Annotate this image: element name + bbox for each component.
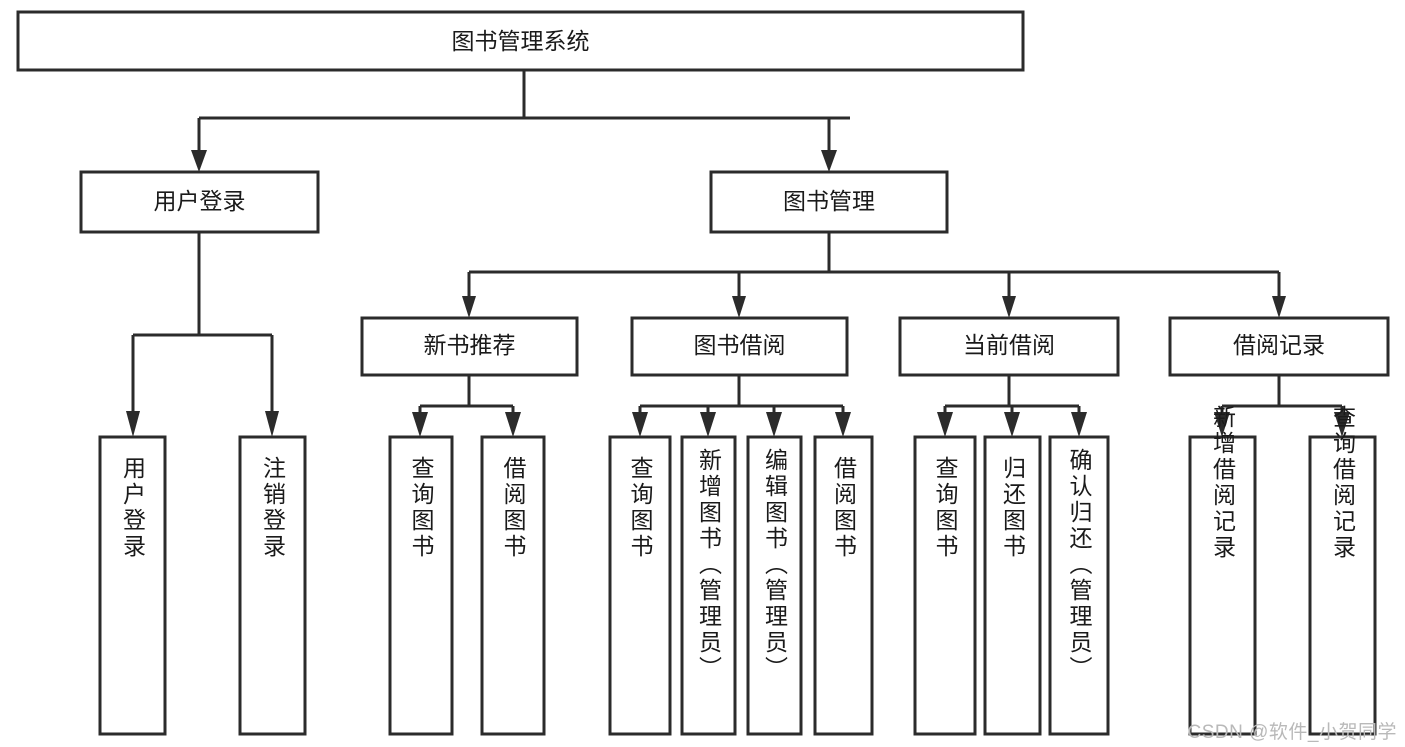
node-borrow-record-label: 借阅记录 xyxy=(1233,332,1325,358)
node-leaf-query-book-rec[interactable]: 查询图书 xyxy=(388,435,454,736)
node-leaf-return-book[interactable]: 归还图书 xyxy=(983,435,1042,736)
connector-group-book-manage xyxy=(462,232,1286,318)
arrow-current-borrow-c3 xyxy=(1071,412,1087,437)
connector-group-user-login xyxy=(126,232,279,437)
node-leaf-add-book-admin-box[interactable] xyxy=(680,435,737,736)
node-leaf-add-borrow-record-label: 新增借阅记录 xyxy=(1210,405,1237,561)
node-leaf-query-borrow-record-box[interactable] xyxy=(1308,435,1377,736)
arrow-bm-to-record xyxy=(1272,296,1286,318)
node-book-borrow-label: 图书借阅 xyxy=(694,332,786,358)
node-leaf-borrow-book[interactable]: 借阅图书 xyxy=(813,435,874,736)
node-leaf-return-book-label: 归还图书 xyxy=(1000,456,1027,560)
node-leaf-logout-box[interactable] xyxy=(238,435,307,736)
node-leaf-borrow-book-rec-label: 借阅图书 xyxy=(500,456,527,560)
node-leaf-user-login-box[interactable] xyxy=(98,435,167,736)
arrow-user-login-right xyxy=(265,411,279,437)
node-book-manage[interactable]: 图书管理 xyxy=(709,170,949,234)
connector-group-current-borrow xyxy=(937,375,1087,437)
arrow-bm-to-borrow xyxy=(732,296,746,318)
node-leaf-logout[interactable]: 注销登录 xyxy=(238,435,307,736)
node-leaf-borrow-book-rec-box[interactable] xyxy=(480,435,546,736)
node-leaf-confirm-return-admin-box[interactable] xyxy=(1048,435,1110,736)
csdn-watermark: CSDN @软件_小贺同学 xyxy=(1187,722,1397,743)
node-borrow-record-box[interactable] xyxy=(1168,316,1390,377)
node-root[interactable]: 图书管理系统 xyxy=(16,10,1025,72)
connector-group-root xyxy=(191,70,850,172)
node-root-label: 图书管理系统 xyxy=(452,28,590,54)
connector-group-borrow-record xyxy=(1214,375,1350,437)
node-leaf-add-book-admin[interactable]: 新增图书（管理员） xyxy=(680,435,737,736)
arrow-borrow-record-c1 xyxy=(1214,412,1230,437)
node-leaf-add-borrow-record-box[interactable] xyxy=(1188,435,1257,736)
node-leaf-query-book-borrow-label: 查询图书 xyxy=(627,456,654,560)
arrow-recommend-c2 xyxy=(505,412,521,437)
node-leaf-query-book-current-box[interactable] xyxy=(913,435,977,736)
node-book-borrow-box[interactable] xyxy=(630,316,849,377)
node-leaf-borrow-book-rec[interactable]: 借阅图书 xyxy=(480,435,546,736)
node-book-manage-box[interactable] xyxy=(709,170,949,234)
arrow-user-login-left xyxy=(126,411,140,437)
node-leaf-query-book-current[interactable]: 查询图书 xyxy=(913,435,977,736)
arrow-book-borrow-c1 xyxy=(632,412,648,437)
arrow-bm-to-current xyxy=(1002,296,1016,318)
node-leaf-edit-book-admin[interactable]: 编辑图书（管理员） xyxy=(746,435,803,736)
arrow-root-to-user-login xyxy=(191,150,207,172)
node-current-borrow[interactable]: 当前借阅 xyxy=(898,316,1120,377)
arrow-current-borrow-c1 xyxy=(937,412,953,437)
node-leaf-add-borrow-record[interactable]: 新增借阅记录 xyxy=(1188,405,1257,736)
node-leaf-borrow-book-label: 借阅图书 xyxy=(831,456,858,560)
node-current-borrow-label: 当前借阅 xyxy=(963,332,1055,358)
node-user-login-label: 用户登录 xyxy=(154,188,246,214)
connector-group-recommend xyxy=(412,375,521,437)
node-leaf-confirm-return-admin-label: 确认归还（管理员） xyxy=(1066,448,1093,682)
node-leaf-add-book-admin-label: 新增图书（管理员） xyxy=(696,448,723,682)
arrow-current-borrow-c2 xyxy=(1004,412,1020,437)
node-leaf-user-login-label: 用户登录 xyxy=(120,456,147,560)
node-new-book-recommend-box[interactable] xyxy=(360,316,579,377)
node-user-login[interactable]: 用户登录 xyxy=(79,170,320,234)
node-book-borrow[interactable]: 图书借阅 xyxy=(630,316,849,377)
arrow-book-borrow-c4 xyxy=(835,412,851,437)
node-leaf-user-login[interactable]: 用户登录 xyxy=(98,435,167,736)
node-leaf-query-book-borrow-box[interactable] xyxy=(608,435,672,736)
node-leaf-query-book-borrow[interactable]: 查询图书 xyxy=(608,435,672,736)
node-leaf-query-borrow-record-label: 查询借阅记录 xyxy=(1330,405,1357,561)
node-leaf-borrow-book-box[interactable] xyxy=(813,435,874,736)
node-leaf-logout-label: 注销登录 xyxy=(260,456,287,560)
node-user-login-box[interactable] xyxy=(79,170,320,234)
arrow-recommend-c1 xyxy=(412,412,428,437)
arrow-root-to-book-manage xyxy=(821,150,837,172)
node-leaf-query-book-rec-label: 查询图书 xyxy=(408,456,435,560)
node-leaf-edit-book-admin-label: 编辑图书（管理员） xyxy=(762,448,789,682)
node-new-book-recommend[interactable]: 新书推荐 xyxy=(360,316,579,377)
node-borrow-record[interactable]: 借阅记录 xyxy=(1168,316,1390,377)
node-leaf-edit-book-admin-box[interactable] xyxy=(746,435,803,736)
arrow-bm-to-recommend xyxy=(462,296,476,318)
connector-group-book-borrow xyxy=(632,375,851,437)
node-root-box[interactable] xyxy=(16,10,1025,72)
node-current-borrow-box[interactable] xyxy=(898,316,1120,377)
node-leaf-return-book-box[interactable] xyxy=(983,435,1042,736)
node-leaf-query-book-rec-box[interactable] xyxy=(388,435,454,736)
node-leaf-confirm-return-admin[interactable]: 确认归还（管理员） xyxy=(1048,435,1110,736)
arrow-book-borrow-c3 xyxy=(766,412,782,437)
node-book-manage-label: 图书管理 xyxy=(783,188,875,214)
arrow-borrow-record-c2 xyxy=(1334,412,1350,437)
node-new-book-recommend-label: 新书推荐 xyxy=(424,332,516,358)
arrow-book-borrow-c2 xyxy=(700,412,716,437)
node-leaf-query-book-current-label: 查询图书 xyxy=(932,456,959,560)
node-leaf-query-borrow-record[interactable]: 查询借阅记录 xyxy=(1308,405,1377,736)
